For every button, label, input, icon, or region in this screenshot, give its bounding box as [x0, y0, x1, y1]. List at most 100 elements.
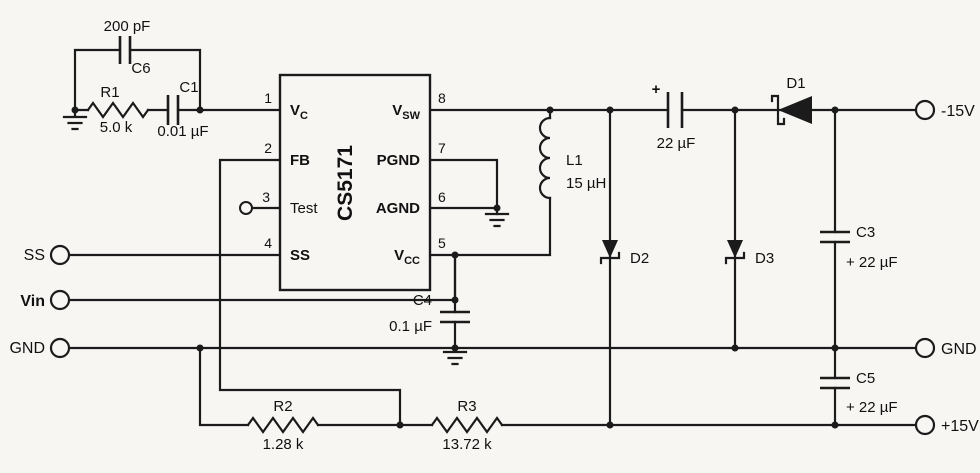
r3-value: 13.72 k [442, 436, 492, 453]
pin-name-fb: FB [290, 152, 310, 169]
terminal-pos15 [914, 414, 936, 436]
junction-dot [396, 421, 404, 429]
junction-dot [731, 106, 739, 114]
ic-body [278, 73, 432, 292]
pin-name-agnd: AGND [376, 200, 420, 217]
junction-dot [831, 106, 839, 114]
diode-d2: D2 [599, 240, 649, 267]
r2-ref: R2 [273, 398, 292, 415]
junction-dots [71, 106, 839, 429]
capacitor-c3: C3 + 22 µF [820, 224, 898, 271]
c4-ref: C4 [413, 292, 432, 309]
r1-zigzag [86, 101, 150, 119]
junction-dot [196, 106, 204, 114]
r1-value: 5.0 k [100, 119, 133, 136]
pin-name-vc: VC [290, 102, 308, 122]
pin-number-7: 7 [438, 140, 446, 156]
d3-triangle [727, 240, 743, 258]
c1-plates [166, 95, 180, 125]
diode-d1: D1 [770, 75, 812, 126]
ground-symbol-c4 [442, 350, 468, 366]
r3-ref: R3 [457, 398, 476, 415]
junction-dot [546, 106, 554, 114]
l1-value: 15 µH [566, 175, 606, 192]
junction-dot [831, 421, 839, 429]
pin-name-pgnd: PGND [377, 152, 421, 169]
pin-number-4: 4 [264, 235, 272, 251]
r2-zigzag [246, 416, 320, 434]
c1-ref: C1 [179, 79, 198, 96]
terminal-gnd-right [914, 337, 936, 359]
pin-name-test: Test [290, 200, 318, 217]
c4-value: 0.1 µF [389, 318, 432, 335]
resistor-r3: R3 13.72 k [430, 398, 504, 453]
c1-value: 0.01 µF [157, 123, 208, 140]
junction-dot [451, 296, 459, 304]
pin-name-vsw: VSW [392, 102, 420, 122]
terminal-neg15 [914, 99, 936, 121]
coupling-cap-polarity: + [652, 81, 661, 98]
terminal-ss-label: SS [24, 247, 45, 264]
terminal-gnd-left [49, 337, 71, 359]
ic-cs5171: CS5171 VC FB Test SS VSW PGND AGND VCC 1… [239, 73, 446, 292]
inductor-l1: L1 15 µH [538, 116, 606, 200]
resistor-r2: R2 1.28 k [246, 398, 320, 453]
junction-dot [451, 251, 459, 259]
terminals: SS Vin GND -15V GND +15V [9, 99, 979, 436]
coupling-cap-plates [666, 92, 684, 128]
ground-symbol-agnd [484, 212, 510, 228]
terminal-neg15-label: -15V [941, 103, 975, 120]
c5-value: + 22 µF [846, 399, 898, 416]
junction-dot [606, 106, 614, 114]
pin-number-6: 6 [438, 189, 446, 205]
terminal-gnd-right-label: GND [941, 341, 977, 358]
d1-cathode-bar [770, 94, 786, 126]
d2-triangle [602, 240, 618, 258]
junction-dot [493, 204, 501, 212]
d1-ref: D1 [786, 75, 805, 92]
junction-dot [606, 421, 614, 429]
pin-number-2: 2 [264, 140, 272, 156]
r2-value: 1.28 k [263, 436, 304, 453]
junction-dot [831, 344, 839, 352]
pin-number-3: 3 [262, 189, 270, 205]
wire-fb-net [218, 158, 402, 427]
c4-plates [440, 310, 470, 324]
junction-dot [71, 106, 79, 114]
terminal-pos15-label: +15V [941, 418, 979, 435]
c5-plates [820, 376, 850, 390]
capacitor-coupling-22uf: + 22 µF [652, 81, 696, 152]
terminal-vin [49, 289, 71, 311]
terminal-vin-label: Vin [20, 293, 45, 310]
d3-ref: D3 [755, 250, 774, 267]
capacitor-c1: C1 0.01 µF [157, 79, 208, 140]
test-pin-open-circle [239, 201, 253, 215]
c3-ref: C3 [856, 224, 875, 241]
resistor-r1: R1 5.0 k [86, 84, 150, 136]
c6-value: 200 pF [104, 18, 151, 35]
junction-dot [451, 344, 459, 352]
wire-compensation-network [73, 48, 282, 112]
r1-ref: R1 [100, 84, 119, 101]
capacitor-c6: 200 pF C6 [104, 18, 151, 77]
capacitor-c4: C4 0.1 µF [389, 292, 470, 335]
junction-dot [731, 344, 739, 352]
d3-cathode-bar [724, 251, 746, 265]
terminal-gnd-left-label: GND [9, 340, 45, 357]
l1-ref: L1 [566, 152, 583, 169]
pin-number-5: 5 [438, 235, 446, 251]
pin-number-1: 1 [264, 90, 272, 106]
wire-pgnd-agnd [428, 158, 499, 216]
wire-bottom-rail [198, 346, 918, 427]
capacitor-c5: C5 + 22 µF [820, 370, 898, 416]
terminal-ss [49, 244, 71, 266]
ic-label: CS5171 [334, 145, 357, 221]
d2-ref: D2 [630, 250, 649, 267]
c3-value: + 22 µF [846, 254, 898, 271]
l1-coil [538, 116, 552, 200]
pin-number-8: 8 [438, 90, 446, 106]
pin-name-ss: SS [290, 247, 310, 264]
diode-d3: D3 [724, 240, 774, 267]
c3-plates [820, 230, 850, 244]
